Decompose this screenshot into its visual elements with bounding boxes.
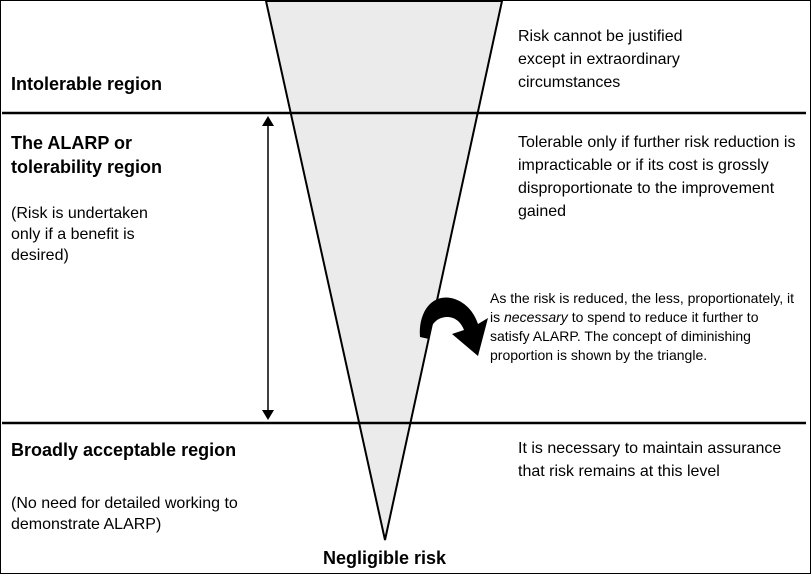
intolerable-region-title: Intolerable region	[11, 74, 163, 94]
alarp-region-note: (Risk is undertaken only if a benefit is…	[11, 205, 148, 264]
curved-arrow-icon	[419, 297, 488, 356]
annotation-text-before: As the risk is reduced, the less, propor…	[490, 290, 794, 325]
acceptable-region-note: (No need for detailed working to demonst…	[11, 495, 238, 533]
diminishing-proportion-annotation: As the risk is reduced, the less, propor…	[490, 289, 798, 365]
alarp-region-description: Tolerable only if further risk reduction…	[518, 134, 796, 220]
acceptable-region-title: Broadly acceptable region	[11, 440, 237, 460]
acceptable-region-description: It is necessary to maintain assurance th…	[518, 440, 782, 480]
annotation-text-after: to spend to reduce it further to satisfy…	[490, 309, 759, 363]
intolerable-region-description: Risk cannot be justified except in extra…	[518, 28, 683, 91]
annotation-emphasis: necessary	[504, 309, 568, 325]
risk-triangle	[264, 0, 504, 541]
negligible-risk-label: Negligible risk	[323, 548, 447, 568]
alarp-region-title: The ALARP or tolerability region	[11, 133, 163, 177]
